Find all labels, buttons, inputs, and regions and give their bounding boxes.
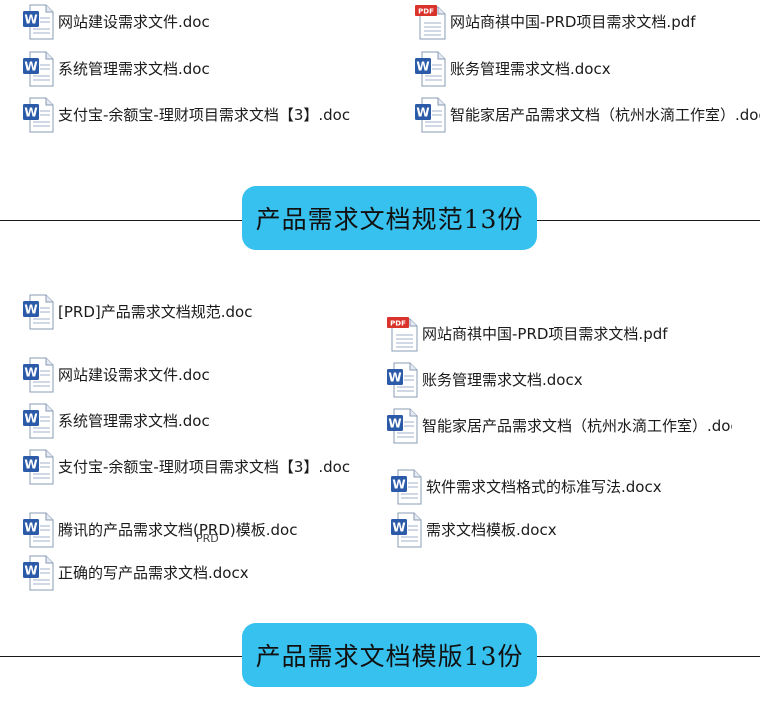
word-document-icon xyxy=(386,361,418,399)
word-document-icon xyxy=(386,407,418,445)
word-document-icon xyxy=(22,356,54,394)
file-item[interactable]: 支付宝-余额宝-理财项目需求文档【3】.doc xyxy=(22,95,350,135)
file-name: 网站建设需求文件.doc xyxy=(58,12,210,31)
section-banner: 产品需求文档模版13份 xyxy=(242,623,537,687)
word-document-icon xyxy=(22,96,54,134)
file-name: 账务管理需求文档.docx xyxy=(422,370,583,389)
word-document-icon xyxy=(22,50,54,88)
file-name: 系统管理需求文档.doc xyxy=(58,411,210,430)
file-item[interactable]: 腾讯的产品需求文档(PRD)模板.doc xyxy=(22,510,297,550)
file-item[interactable]: 智能家居产品需求文档（杭州水滴工作室）.doc xyxy=(414,95,760,135)
file-name: 账务管理需求文档.docx xyxy=(450,59,611,78)
file-item[interactable]: [PRD]产品需求文档规范.doc xyxy=(22,292,252,332)
file-name: 软件需求文档格式的标准写法.docx xyxy=(426,477,662,496)
file-name: 智能家居产品需求文档（杭州水滴工作室）.doc xyxy=(422,416,732,435)
file-item[interactable]: 网站建设需求文件.doc xyxy=(22,2,210,42)
word-document-icon xyxy=(22,3,54,41)
file-name: 支付宝-余额宝-理财项目需求文档【3】.doc xyxy=(58,105,351,124)
file-name: 支付宝-余额宝-理财项目需求文档【3】.doc xyxy=(58,457,351,476)
word-document-icon xyxy=(414,96,446,134)
pdf-document-icon xyxy=(414,3,446,41)
word-document-icon xyxy=(22,511,54,549)
word-document-icon xyxy=(22,448,54,486)
file-item[interactable]: 网站建设需求文件.doc xyxy=(22,355,210,395)
section-banner: 产品需求文档规范13份 xyxy=(242,186,537,250)
file-name: 网站建设需求文件.doc xyxy=(58,365,210,384)
file-item[interactable]: 支付宝-余额宝-理财项目需求文档【3】.doc xyxy=(22,447,350,487)
file-name: 腾讯的产品需求文档(PRD)模板.doc xyxy=(58,520,298,539)
word-document-icon xyxy=(22,402,54,440)
file-item[interactable]: 系统管理需求文档.doc xyxy=(22,49,210,89)
file-name: 网站商祺中国-PRD项目需求文档.pdf xyxy=(422,324,668,343)
file-item[interactable]: 网站商祺中国-PRD项目需求文档.pdf xyxy=(386,314,668,354)
file-item[interactable]: 正确的写产品需求文档.docx xyxy=(22,553,249,593)
pdf-document-icon xyxy=(386,315,418,353)
file-item[interactable]: 智能家居产品需求文档（杭州水滴工作室）.doc xyxy=(386,406,732,446)
file-name: 需求文档模板.docx xyxy=(426,520,557,539)
file-name: [PRD]产品需求文档规范.doc xyxy=(58,302,253,321)
file-item[interactable]: 需求文档模板.docx xyxy=(390,510,557,550)
word-document-icon xyxy=(390,468,422,506)
word-document-icon xyxy=(414,50,446,88)
file-item[interactable]: 账务管理需求文档.docx xyxy=(386,360,583,400)
file-name: 智能家居产品需求文档（杭州水滴工作室）.doc xyxy=(450,105,760,124)
file-item[interactable]: 软件需求文档格式的标准写法.docx xyxy=(390,467,662,507)
file-item[interactable]: 账务管理需求文档.docx xyxy=(414,49,611,89)
word-document-icon xyxy=(390,511,422,549)
overlapping-label: PRD xyxy=(196,532,219,545)
word-document-icon xyxy=(22,554,54,592)
file-name: 网站商祺中国-PRD项目需求文档.pdf xyxy=(450,12,696,31)
file-item[interactable]: 网站商祺中国-PRD项目需求文档.pdf xyxy=(414,2,696,42)
word-document-icon xyxy=(22,293,54,331)
file-name: 正确的写产品需求文档.docx xyxy=(58,563,249,582)
file-name: 系统管理需求文档.doc xyxy=(58,59,210,78)
file-item[interactable]: 系统管理需求文档.doc xyxy=(22,401,210,441)
